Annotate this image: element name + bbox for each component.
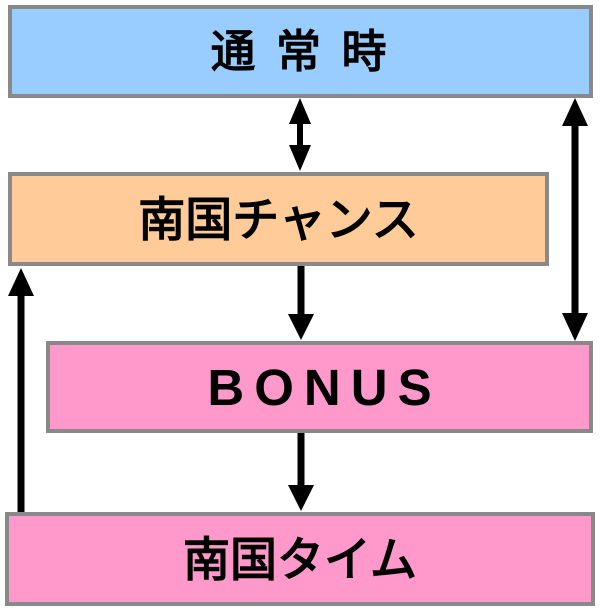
node-nangoku-time-label: 南国タイム: [182, 532, 418, 586]
node-bonus: BONUS: [46, 341, 593, 433]
arrow-down-chance-bonus-icon: [288, 266, 314, 340]
arrow-up-down-normal-chance-icon: [289, 98, 311, 171]
node-nangoku-time: 南国タイム: [5, 512, 595, 606]
node-normal-state: 通 常 時: [8, 5, 593, 98]
arrow-down-bonus-time-icon: [288, 433, 314, 511]
node-bonus-label: BONUS: [207, 358, 442, 416]
node-nangoku-chance: 南国チャンス: [8, 172, 549, 266]
arrow-up-down-normal-bonus-icon: [562, 98, 588, 341]
node-normal-state-label: 通 常 時: [210, 26, 391, 77]
node-nangoku-chance-label: 南国チャンス: [138, 192, 419, 246]
arrow-up-time-chance-icon: [8, 268, 34, 512]
